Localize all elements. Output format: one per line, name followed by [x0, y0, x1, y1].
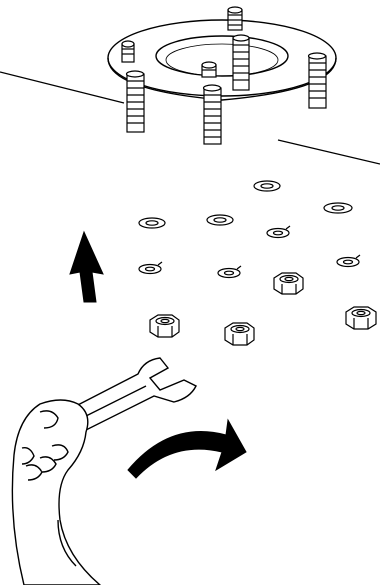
- hex-nut: [274, 273, 303, 294]
- stud: [233, 35, 249, 90]
- right-hand: [12, 400, 100, 585]
- stud: [204, 85, 222, 144]
- stud: [127, 71, 145, 132]
- ceiling-edge-line: [278, 140, 380, 164]
- split-washer: [337, 255, 360, 267]
- up-arrow-icon: [70, 232, 103, 302]
- stud: [202, 62, 216, 77]
- stud: [309, 53, 327, 108]
- hex-nut: [346, 307, 376, 329]
- stud: [228, 7, 242, 30]
- open-end-wrench: [72, 358, 196, 430]
- clockwise-arrow-icon: [128, 420, 246, 478]
- stud: [122, 41, 134, 62]
- flat-washer: [254, 181, 280, 191]
- split-washer: [267, 226, 290, 238]
- split-washer: [139, 262, 162, 274]
- flat-washer: [139, 218, 165, 228]
- flat-washer: [324, 203, 352, 213]
- split-washer: [218, 266, 241, 278]
- flat-washer: [207, 215, 233, 225]
- ceiling-line: [0, 72, 124, 103]
- hex-nut: [225, 323, 254, 345]
- hex-nut: [150, 315, 179, 337]
